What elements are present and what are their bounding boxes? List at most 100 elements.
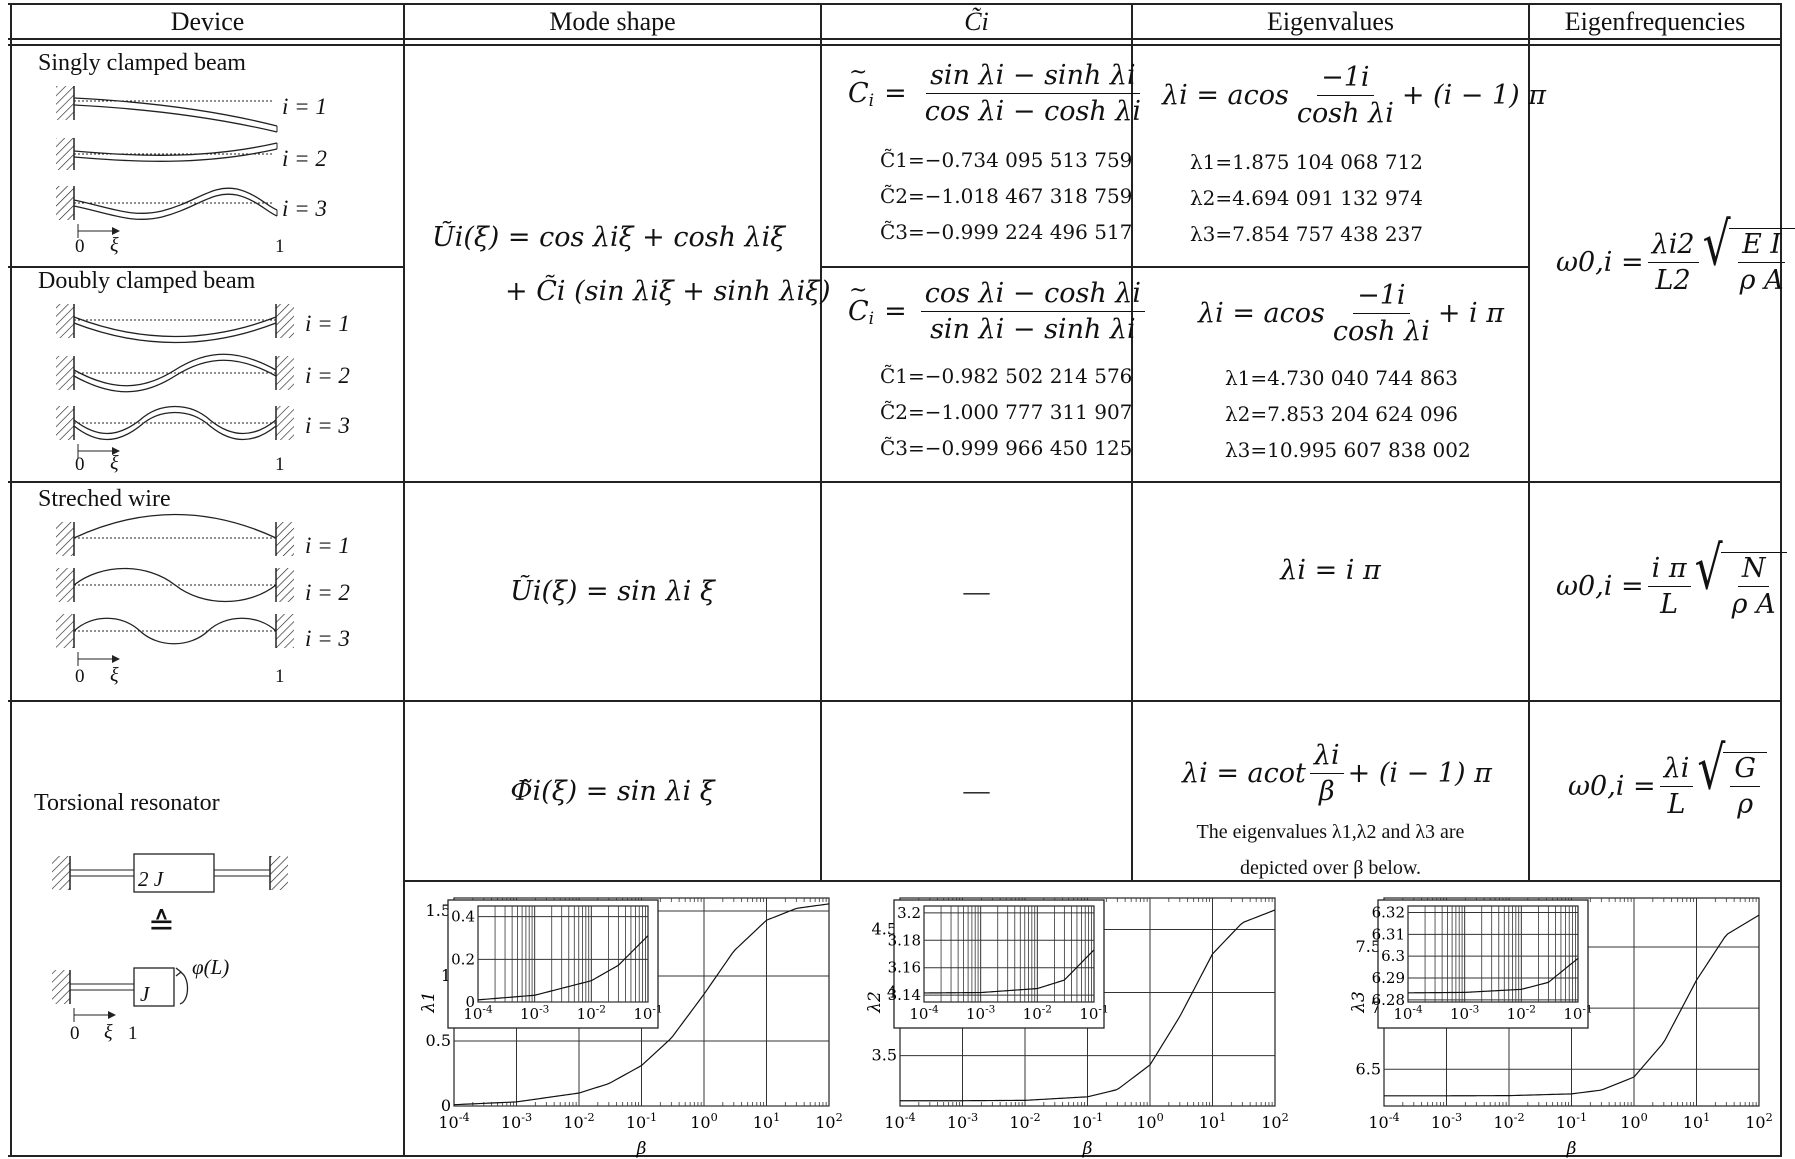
series-line (923, 949, 1095, 994)
eig-rhs: + i π (1437, 298, 1504, 329)
c-value: C̃1=−0.982 502 214 576 (880, 364, 1133, 388)
sqrt-den: ρ (1737, 789, 1754, 820)
c-value: C̃1=−0.734 095 513 759 (880, 148, 1133, 172)
doubly-c-denominator: sin λi − sinh λi (930, 314, 1136, 345)
rule (1131, 3, 1133, 882)
y-tick-label: 6.31 (1372, 925, 1405, 943)
torsional-eig-note: The eigenvalues λ1,λ2 and λ3 are depicte… (1133, 814, 1528, 886)
i-label: i = 3 (282, 196, 327, 221)
eig-value: λ1=4.730 040 744 863 (1225, 366, 1459, 390)
sqrt-num: N (1737, 553, 1770, 587)
rule (8, 3, 1782, 5)
header-eigenvalues: Eigenvalues (1266, 6, 1395, 36)
torsional-resonator-sketch (52, 853, 288, 1022)
x-tick-label: 102 (1261, 1111, 1288, 1132)
doubly-c-values: C̃1=−0.982 502 214 576 C̃2=−1.000 777 31… (880, 358, 1132, 466)
y-axis-label: λ3 (1349, 991, 1369, 1014)
freq-den: L (1660, 588, 1679, 620)
doubly-c-numerator: cos λi − cosh λi (920, 278, 1146, 312)
x-tick-label: 10-1 (626, 1111, 657, 1132)
y-tick-label: 1.5 (426, 901, 451, 920)
x-tick-label: 10-3 (501, 1111, 532, 1132)
x-axis-label: β (1566, 1139, 1577, 1159)
singly-c-denominator: cos λi − cosh λi (924, 96, 1142, 127)
eig-num: −1i (1353, 280, 1410, 314)
freq-lhs: ω0,i = (1556, 570, 1644, 602)
eig-value: λ3=7.854 757 438 237 (1190, 222, 1424, 246)
x-tick-label: 10-4 (909, 1003, 939, 1023)
axis-one: 1 (128, 1023, 138, 1044)
header-device: Device (170, 6, 245, 36)
device-singly-clamped: Singly clamped beam (38, 50, 246, 76)
x-axis-label: β (636, 1139, 647, 1159)
x-tick-label: 10-2 (563, 1111, 594, 1132)
y-tick-label: 3.2 (897, 904, 921, 922)
freq-num: λi (1659, 753, 1694, 787)
x-tick-label: 100 (690, 1111, 717, 1132)
eig-rhs: + (i − 1) π (1347, 758, 1492, 789)
plot-area (477, 905, 649, 1003)
series-line (1384, 914, 1760, 1097)
x-tick-label: 10-1 (633, 1003, 662, 1023)
x-tick-label: 10-2 (577, 1003, 606, 1023)
x-tick-label: 10-4 (463, 1003, 493, 1023)
c-value: C̃2=−1.018 467 318 759 (880, 184, 1133, 208)
phi-label: φ(L) (192, 955, 230, 979)
x-tick-label: 102 (815, 1111, 842, 1132)
i-label: i = 1 (282, 94, 327, 119)
i-label: i = 2 (282, 146, 327, 171)
y-tick-label: 4.5 (872, 920, 897, 939)
rule (1528, 3, 1530, 882)
y-tick-label: 6.29 (1372, 969, 1405, 987)
x-tick-label: 101 (753, 1111, 780, 1132)
c-value: C̃3=−0.999 224 496 517 (880, 220, 1133, 244)
i-label: i = 3 (305, 626, 350, 651)
freq-den: L (1667, 788, 1686, 820)
x-tick-label: 101 (1199, 1111, 1226, 1132)
singly-eig-values: λ1=1.875 104 068 712 λ2=4.694 091 132 97… (1190, 144, 1423, 252)
i-label: i = 3 (305, 413, 350, 438)
singly-clamped-sketch (56, 86, 278, 238)
i-label: i = 2 (305, 363, 350, 388)
eig-lhs: λi = acot (1182, 758, 1306, 789)
y-axis-label: λ1 (419, 991, 439, 1014)
eig-value: λ1=1.875 104 068 712 (1190, 150, 1424, 174)
y-tick-label: 0.4 (451, 908, 475, 926)
eig-value: λ2=4.694 091 132 974 (1190, 186, 1424, 210)
freq-den: L2 (1655, 264, 1691, 296)
wire-c-dash: — (963, 576, 990, 606)
axis-xi: ξ (110, 234, 119, 256)
freq-num: i π (1647, 553, 1691, 587)
sqrt-num: G (1730, 753, 1760, 787)
rule (8, 44, 1782, 46)
eig-den: cosh λi (1296, 98, 1394, 129)
series-line (1407, 957, 1579, 994)
c-value: C̃3=−0.999 966 450 125 (880, 436, 1133, 460)
eig-num: λi (1309, 740, 1344, 774)
x-tick-label: 10-3 (1431, 1111, 1462, 1132)
eig-rhs: + (i − 1) π (1401, 80, 1547, 111)
x-tick-label: 10-3 (966, 1003, 995, 1023)
device-sketches (52, 86, 294, 1022)
y-tick-label: 1 (441, 966, 451, 985)
eig-note-line2: depicted over β below. (1239, 857, 1422, 879)
x-tick-label: 10-2 (1009, 1111, 1040, 1132)
y-tick-label: 4 (887, 983, 897, 1002)
sqrt-den: ρ A (1731, 589, 1776, 620)
beam-mode-shape-line2: + C̃i (sin λiξ + sinh λiξ) (505, 276, 831, 307)
rule (8, 266, 405, 268)
axis-zero: 0 (75, 236, 85, 257)
axis-one: 1 (275, 666, 285, 687)
eig-lhs: λi = acos (1162, 80, 1289, 111)
y-tick-label: 7.5 (1356, 937, 1381, 956)
freq-lhs: ω0,i = (1568, 770, 1656, 802)
eig-lhs: λi = acos (1198, 298, 1325, 329)
axis-zero: 0 (75, 666, 85, 687)
rule (8, 700, 1782, 702)
y-tick-label: 7 (1371, 998, 1381, 1017)
